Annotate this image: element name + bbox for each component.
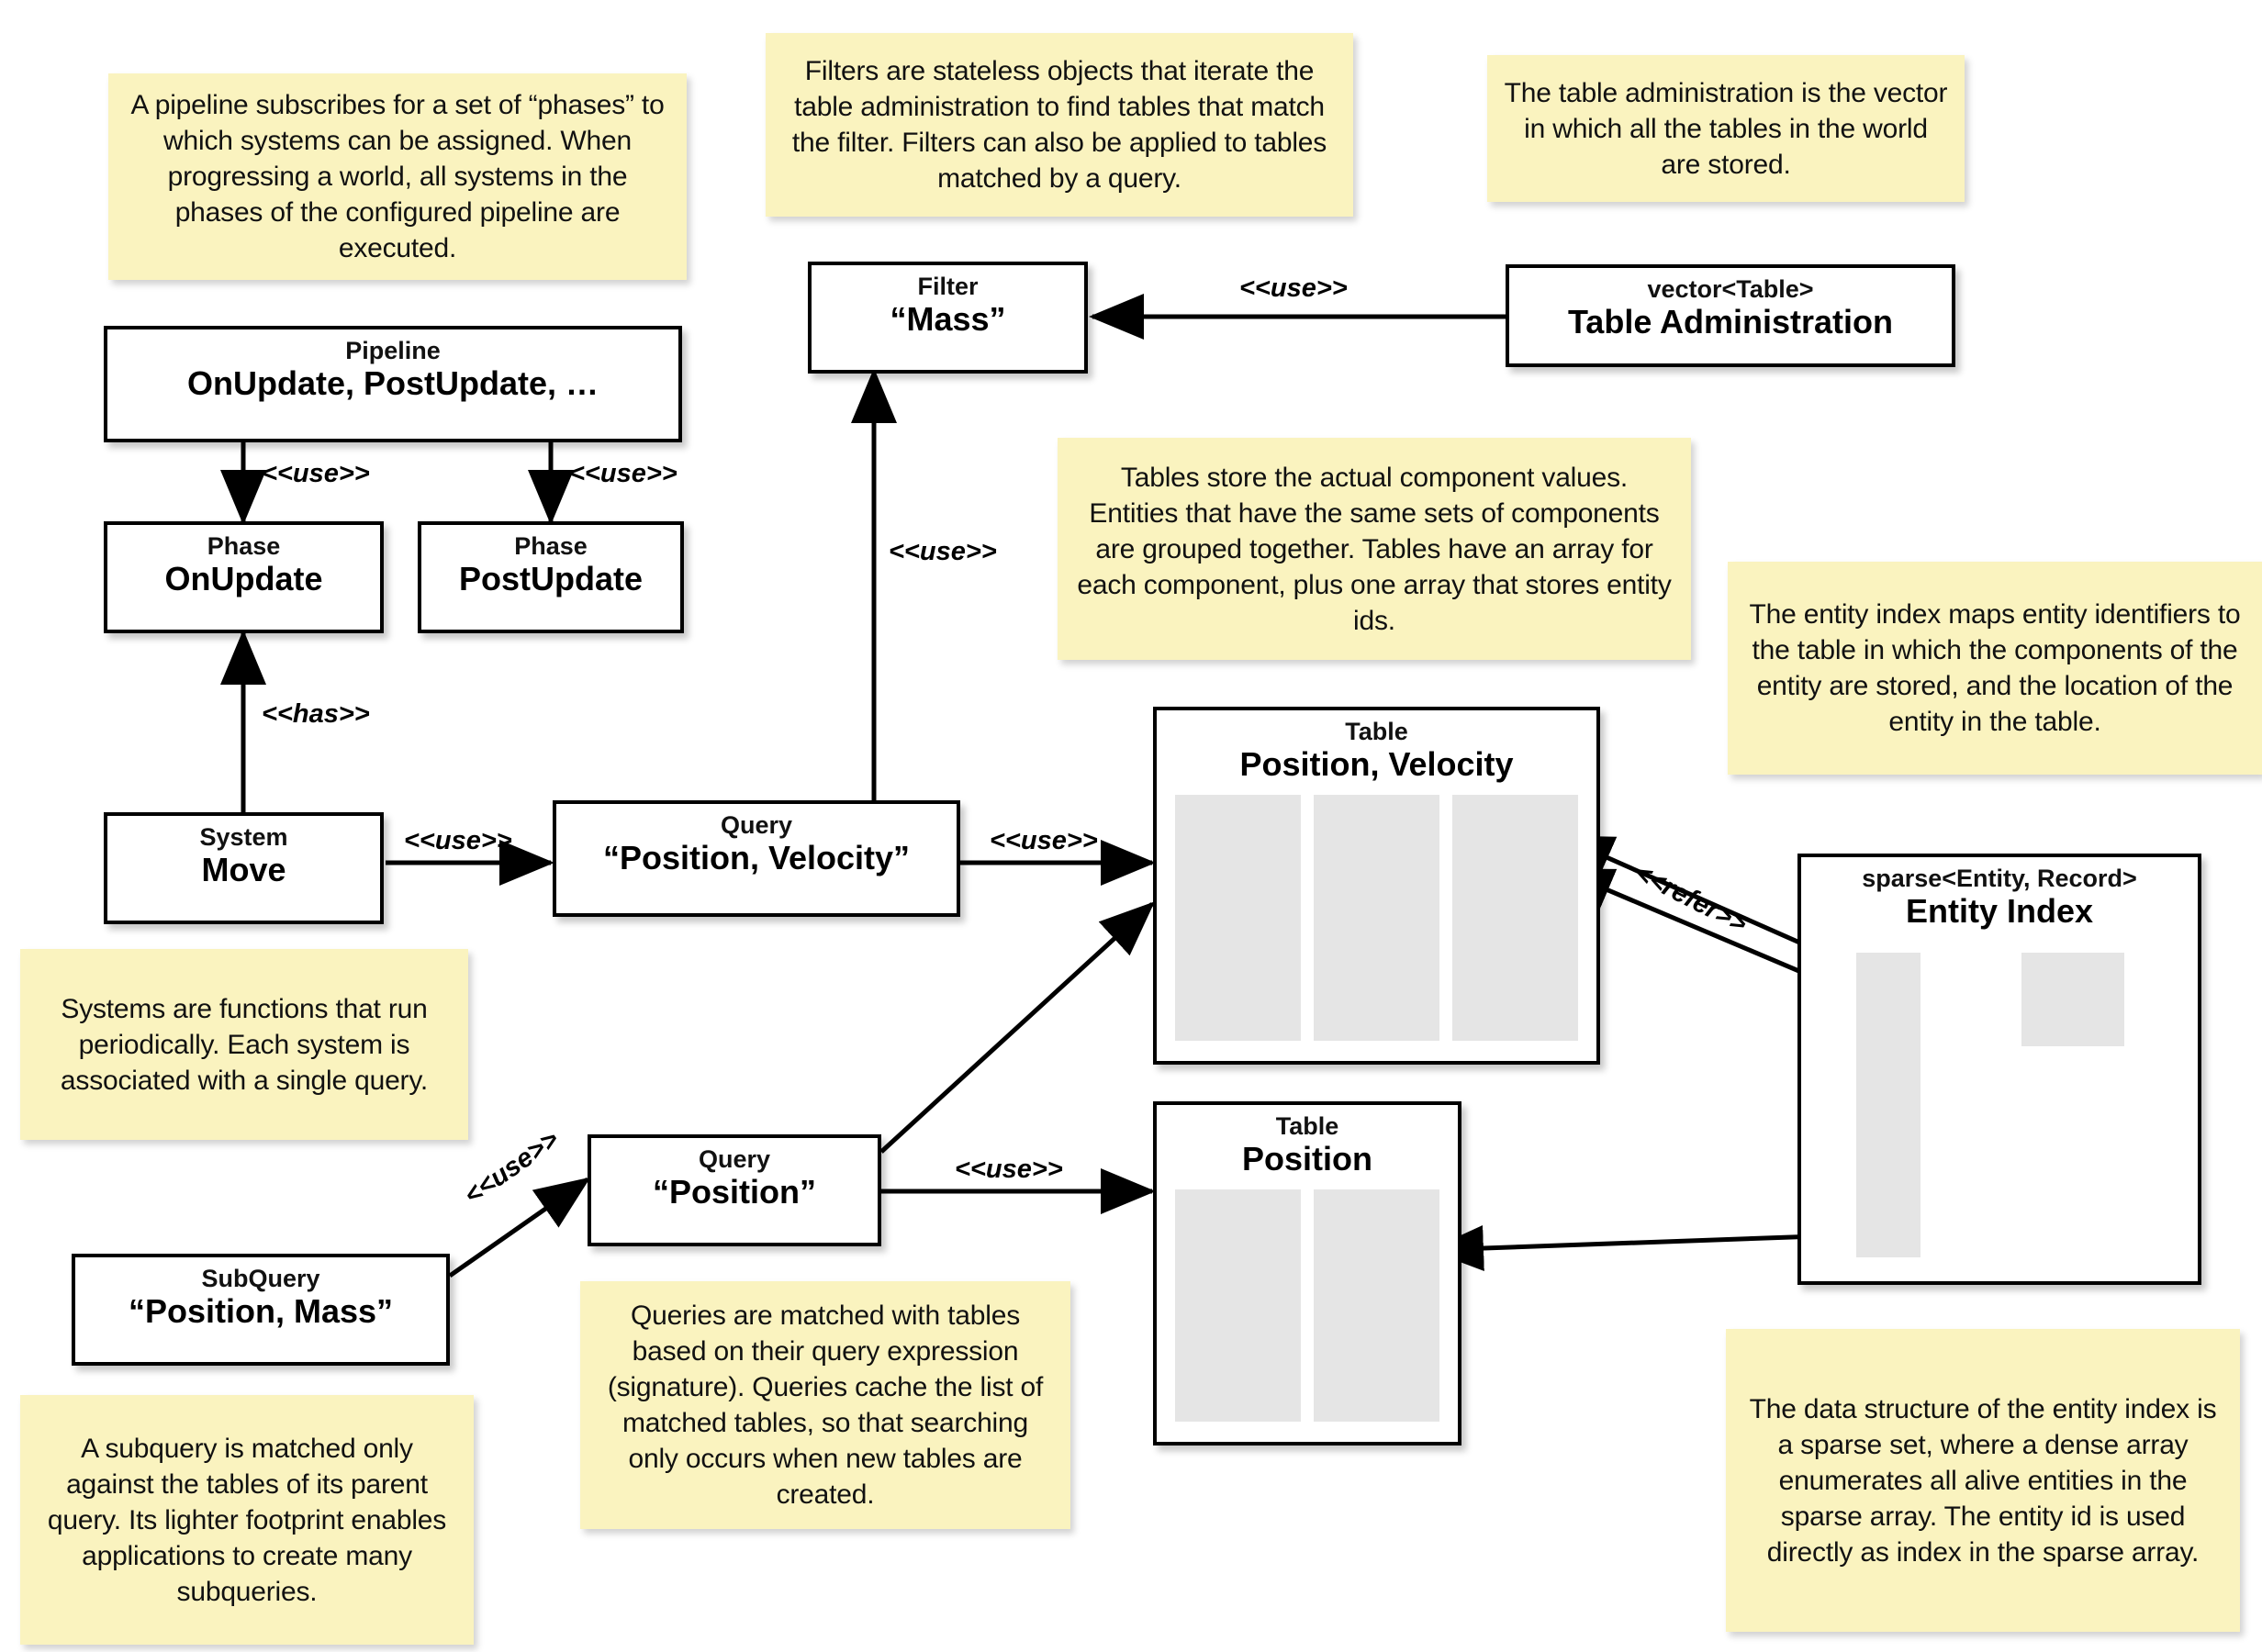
box-table-position-velocity-header: Table Position, Velocity	[1157, 710, 1596, 782]
table-position-velocity-columns	[1157, 795, 1596, 1061]
table-position-columns	[1157, 1189, 1458, 1442]
note-systems: Systems are functions that run periodica…	[20, 949, 468, 1140]
table-column-array	[1314, 1189, 1439, 1422]
table-column-array	[1175, 1189, 1301, 1422]
box-filter-mass[interactable]: Filter “Mass”	[808, 262, 1088, 374]
box-subquery-name: “Position, Mass”	[128, 1292, 394, 1331]
note-pipeline: A pipeline subscribes for a set of “phas…	[108, 73, 687, 280]
box-table-administration-stereotype: vector<Table>	[1647, 275, 1814, 303]
note-table-administration-text: The table administration is the vector i…	[1504, 77, 1948, 180]
note-sparse-set-text: The data structure of the entity index i…	[1749, 1393, 2217, 1568]
box-phase-postupdate[interactable]: Phase PostUpdate	[418, 521, 684, 633]
box-query-position-velocity[interactable]: Query “Position, Velocity”	[553, 800, 960, 917]
box-query-position-stereotype: Query	[698, 1145, 771, 1173]
note-tables: Tables store the actual component values…	[1058, 438, 1691, 660]
note-table-administration: The table administration is the vector i…	[1487, 55, 1965, 202]
box-entity-index-stereotype: sparse<Entity, Record>	[1862, 865, 2137, 892]
box-subquery-stereotype: SubQuery	[201, 1265, 320, 1292]
box-phase-postupdate-name: PostUpdate	[458, 560, 644, 598]
entity-index-dense-array	[2021, 953, 2124, 1046]
note-filter: Filters are stateless objects that itera…	[766, 33, 1353, 217]
box-subquery[interactable]: SubQuery “Position, Mass”	[72, 1254, 450, 1366]
edge-label-query-uses-filter: <<use>>	[889, 537, 997, 566]
box-system-move-name: Move	[201, 851, 286, 889]
note-sparse-set: The data structure of the entity index i…	[1726, 1329, 2240, 1632]
box-query-position-velocity-stereotype: Query	[720, 811, 793, 839]
box-table-position-velocity[interactable]: Table Position, Velocity	[1153, 707, 1600, 1065]
note-entity-index: The entity index maps entity identifiers…	[1728, 562, 2262, 775]
arrow-query-p-to-table-pv	[879, 901, 1155, 1154]
note-entity-index-text: The entity index maps entity identifiers…	[1749, 599, 2241, 737]
note-subquery: A subquery is matched only against the t…	[20, 1395, 474, 1645]
box-table-position-name: Position	[1242, 1140, 1372, 1178]
edge-label-entityindex-refer-table: <<refer>>	[1629, 858, 1752, 940]
table-column-array	[1175, 795, 1301, 1041]
box-table-position-stereotype: Table	[1275, 1112, 1339, 1140]
box-query-position[interactable]: Query “Position”	[588, 1134, 881, 1246]
note-filter-text: Filters are stateless objects that itera…	[791, 56, 1327, 194]
note-subquery-text: A subquery is matched only against the t…	[47, 1433, 447, 1607]
box-phase-onupdate-stereotype: Phase	[207, 532, 281, 560]
box-system-move-stereotype: System	[199, 823, 288, 851]
box-table-position-velocity-stereotype: Table	[1345, 718, 1408, 745]
box-table-position[interactable]: Table Position	[1153, 1101, 1461, 1446]
edge-label-pipeline-to-phase-onupdate: <<use>>	[262, 459, 370, 488]
edge-label-query-uses-table-position-velocity: <<use>>	[990, 826, 1098, 855]
note-tables-text: Tables store the actual component values…	[1077, 462, 1672, 636]
box-table-administration[interactable]: vector<Table> Table Administration	[1506, 264, 1955, 367]
box-filter-mass-stereotype: Filter	[917, 273, 979, 300]
box-entity-index-name: Entity Index	[1905, 892, 2094, 931]
edge-label-query-uses-table-position: <<use>>	[955, 1155, 1063, 1184]
table-column-array	[1314, 795, 1439, 1041]
table-column-array	[1452, 795, 1578, 1041]
box-phase-postupdate-stereotype: Phase	[514, 532, 588, 560]
box-pipeline-name: OnUpdate, PostUpdate, …	[186, 364, 599, 403]
box-query-position-velocity-name: “Position, Velocity”	[602, 839, 911, 877]
note-queries-text: Queries are matched with tables based on…	[607, 1300, 1044, 1510]
edge-label-subquery-uses-query: <<use>>	[459, 1124, 565, 1211]
box-system-move[interactable]: System Move	[104, 812, 384, 924]
box-pipeline-stereotype: Pipeline	[345, 337, 441, 364]
box-query-position-name: “Position”	[653, 1173, 816, 1211]
box-table-position-header: Table Position	[1157, 1105, 1458, 1177]
box-table-administration-name: Table Administration	[1567, 303, 1894, 341]
edge-label-pipeline-to-phase-postupdate: <<use>>	[569, 459, 677, 488]
box-phase-onupdate-name: OnUpdate	[164, 560, 323, 598]
box-filter-mass-name: “Mass”	[890, 300, 1006, 339]
note-queries: Queries are matched with tables based on…	[580, 1281, 1070, 1529]
note-systems-text: Systems are functions that run periodica…	[60, 993, 429, 1096]
box-table-position-velocity-name: Position, Velocity	[1239, 745, 1514, 784]
box-phase-onupdate[interactable]: Phase OnUpdate	[104, 521, 384, 633]
entity-index-sparse-array	[1856, 953, 1920, 1257]
edge-label-system-uses-query: <<use>>	[404, 826, 512, 855]
edge-label-system-has-phase: <<has>>	[262, 699, 370, 729]
box-pipeline[interactable]: Pipeline OnUpdate, PostUpdate, …	[104, 326, 682, 442]
edge-label-tableadmin-uses-filter: <<use>>	[1239, 273, 1348, 303]
note-pipeline-text: A pipeline subscribes for a set of “phas…	[130, 90, 665, 263]
